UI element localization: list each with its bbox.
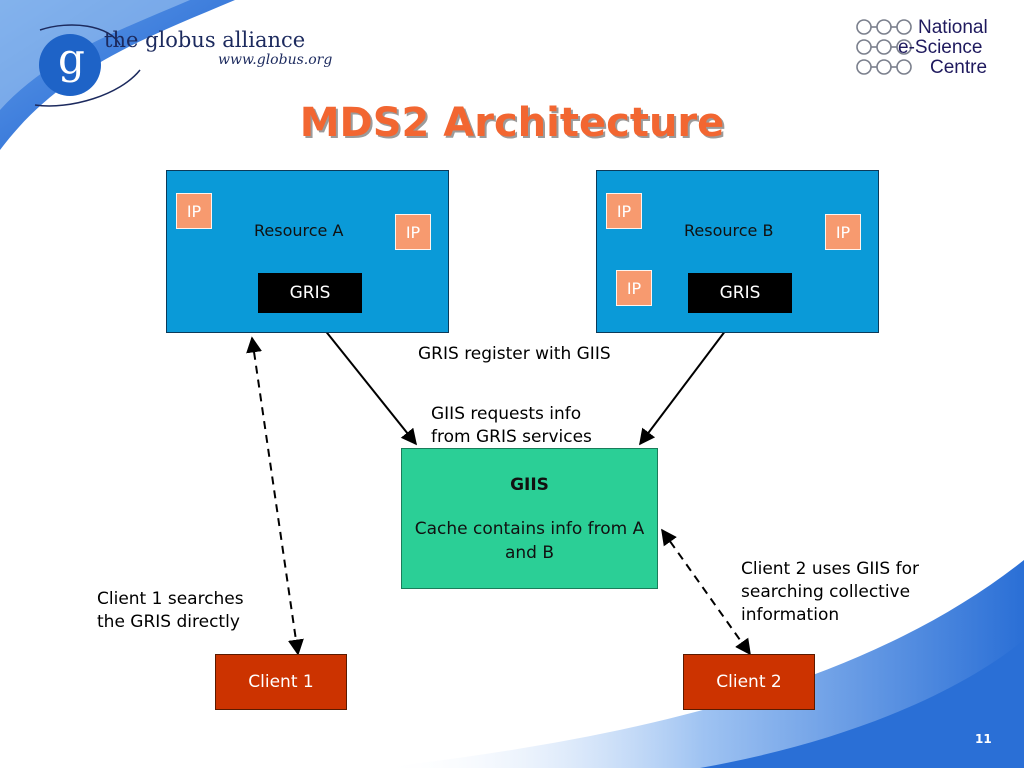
slide-title: MDS2 Architecture (299, 100, 725, 146)
page-number: 11 (975, 732, 992, 746)
resource-b-ip-3: IP (616, 270, 652, 306)
resource-b-gris: GRIS (688, 273, 792, 313)
resource-b-label: Resource B (684, 221, 774, 240)
gris-a-giis-arrow (311, 312, 417, 446)
bottom-swoosh (380, 560, 1024, 768)
resource-a-ip-2: IP (395, 214, 431, 250)
globus-logo-letter: g (58, 34, 85, 83)
globus-logo-icon (34, 24, 141, 107)
client1-gris-arrow (246, 336, 304, 656)
client1-note: Client 1 searches the GRIS directly (97, 589, 244, 632)
resource-a-label: Resource A (254, 221, 344, 240)
client-2-box: Client 2 (683, 654, 815, 710)
brand-url: www.globus.org (218, 52, 333, 68)
resource-a-ip-1: IP (176, 193, 212, 229)
partner-line-2: e-Science (898, 37, 983, 58)
nesc-logo-icon (856, 19, 912, 75)
gris-register-note: GRIS register with GIIS (418, 344, 611, 364)
client-1-box: Client 1 (215, 654, 347, 710)
resource-a-gris: GRIS (258, 273, 362, 313)
partner-line-1: National (918, 17, 988, 38)
brand-name: the globus alliance (104, 28, 306, 52)
client2-note: Client 2 uses GIIS for searching collect… (741, 559, 919, 625)
giis-box: GIIS Cache contains info from A and B (401, 448, 658, 589)
resource-b-ip-1: IP (606, 193, 642, 229)
giis-description: Cache contains info from A and B (414, 519, 645, 563)
partner-line-3: Centre (930, 57, 988, 78)
giis-title: GIIS (510, 475, 549, 495)
resource-b-ip-2: IP (825, 214, 861, 250)
gris-b-giis-arrow (639, 312, 739, 446)
client2-giis-arrow (661, 528, 751, 656)
giis-requests-note: GIIS requests info from GRIS services (431, 404, 592, 447)
